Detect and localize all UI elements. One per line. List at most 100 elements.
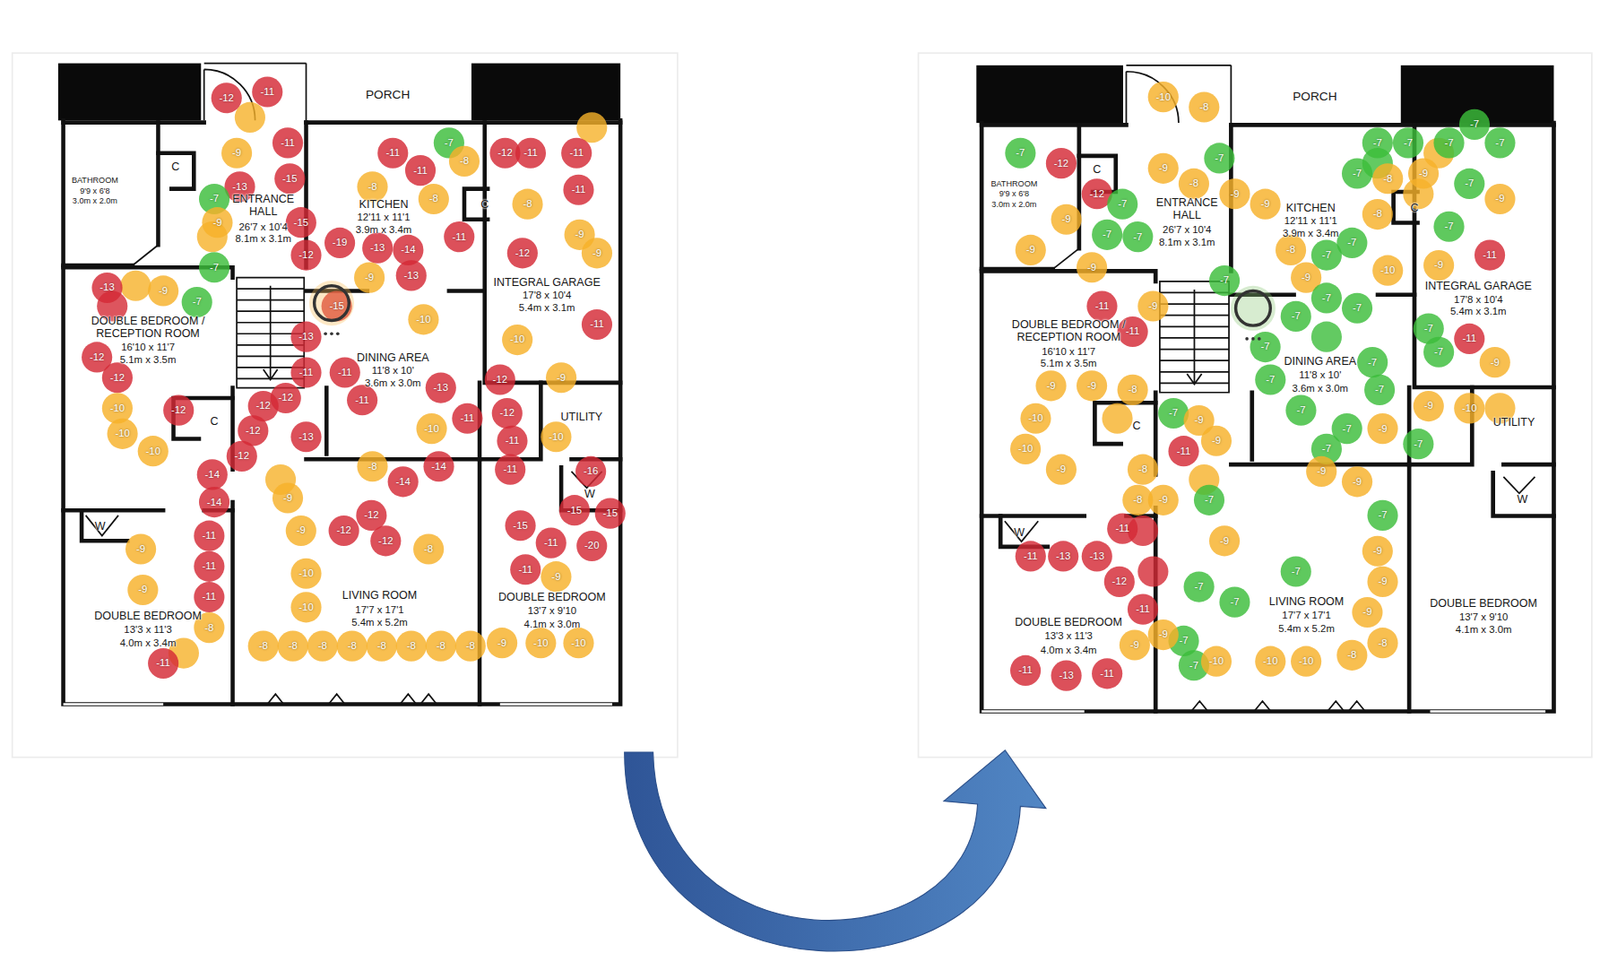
signal-reading: -11 <box>259 86 275 97</box>
plan-drawing <box>309 280 355 326</box>
signal-dot <box>494 454 526 485</box>
signal-dot <box>1107 513 1138 545</box>
signal-reading: -10 <box>110 403 125 414</box>
room-label: 4.0m x 3.4m <box>1040 643 1098 656</box>
room-label: 5.4m x 3.1m <box>518 301 576 313</box>
plan-drawing <box>1230 285 1276 331</box>
signal-reading: -8 <box>367 461 377 472</box>
signal-reading: -8 <box>1138 464 1148 475</box>
signal-reading: -8 <box>1132 494 1142 505</box>
signal-dot <box>198 486 230 518</box>
signal-dot <box>1117 374 1149 406</box>
signal-dot <box>1408 157 1439 189</box>
signal-reading: -10 <box>1380 265 1395 276</box>
signal-dot <box>285 515 317 546</box>
signal-dot <box>277 631 309 662</box>
room-label: KITCHEN <box>1286 200 1336 214</box>
room-label: 13'3 x 11'3 <box>1044 630 1093 642</box>
signal-dot <box>377 138 408 169</box>
signal-dot <box>1474 240 1505 271</box>
signal-dot <box>407 303 439 335</box>
signal-dot <box>1285 395 1316 426</box>
signal-reading: -10 <box>1461 403 1477 414</box>
signal-reading: -11 <box>502 464 518 475</box>
signal-dot <box>1122 221 1153 252</box>
signal-dot <box>1250 331 1281 363</box>
room-label: 17'7 x 17'1 <box>1281 609 1331 622</box>
signal-reading: -12 <box>363 510 379 520</box>
signal-dot <box>102 362 133 393</box>
signal-dot <box>290 558 321 589</box>
signal-reading: -11 <box>1482 250 1497 260</box>
room-label: 11'8 x 10' <box>1298 369 1341 381</box>
signal-reading: -8 <box>1347 649 1357 660</box>
signal-reading: -11 <box>202 530 217 541</box>
signal-dot <box>1280 301 1312 332</box>
signal-reading: -9 <box>1301 272 1311 283</box>
signal-dot <box>1453 168 1485 199</box>
signal-reading: -9 <box>1087 380 1097 391</box>
room-label: W <box>584 487 596 501</box>
signal-reading: -7 <box>1373 138 1383 148</box>
signal-dot <box>226 441 258 472</box>
floor-plan <box>58 63 621 705</box>
room-label: 12'11 x 11'1 <box>357 211 411 224</box>
signal-dot <box>1254 646 1286 677</box>
signal-dot <box>415 413 447 444</box>
signal-reading: -9 <box>1490 356 1500 367</box>
signal-dot <box>1219 587 1250 618</box>
signal-dot <box>388 466 419 497</box>
signal-dot <box>127 574 158 606</box>
signal-reading: -8 <box>347 640 357 651</box>
signal-reading: -8 <box>1199 102 1209 113</box>
signal-reading: -11 <box>385 147 400 158</box>
signal-dot <box>595 498 626 529</box>
signal-reading: -19 <box>332 237 347 248</box>
signal-dot <box>1219 178 1250 209</box>
signal-reading: -7 <box>1296 405 1306 416</box>
signal-dot <box>285 207 317 238</box>
signal-dot <box>362 233 393 264</box>
signal-dot <box>1076 370 1108 401</box>
room-label: 3.0m x 2.0m <box>72 197 118 207</box>
signal-dot <box>221 138 252 169</box>
signal-dot <box>1392 127 1424 158</box>
signal-reading: -7 <box>209 193 219 204</box>
signal-dot <box>505 510 537 541</box>
signal-dot <box>197 458 228 490</box>
plan-drawing <box>1245 337 1249 341</box>
signal-reading: -15 <box>328 301 344 312</box>
signal-reading: -11 <box>1023 551 1038 562</box>
signal-dot <box>1280 555 1312 587</box>
signal-reading: -7 <box>1168 407 1178 418</box>
signal-reading: -9 <box>1352 476 1362 487</box>
room-label: 5.4m x 5.2m <box>1278 622 1335 635</box>
plan-drawing <box>336 331 340 336</box>
room-label: 4.1m x 3.0m <box>1455 624 1513 637</box>
signal-reading: -7 <box>1464 178 1474 189</box>
signal-dot <box>324 227 355 259</box>
plan-drawing <box>1257 337 1262 341</box>
signal-reading: -14 <box>395 476 410 487</box>
signal-dot <box>1351 596 1383 628</box>
signal-reading: -7 <box>1347 237 1357 248</box>
signal-reading: -10 <box>298 602 313 613</box>
signal-reading: -15 <box>294 216 309 227</box>
room-label: C <box>480 198 489 211</box>
signal-reading: -11 <box>1135 604 1151 615</box>
signal-reading: -11 <box>523 147 538 158</box>
signal-reading: -8 <box>522 198 532 209</box>
signal-reading: -9 <box>497 637 507 648</box>
signal-reading: -8 <box>406 640 416 651</box>
signal-reading: -8 <box>1383 173 1393 184</box>
signal-reading: -10 <box>298 568 313 579</box>
signal-dot <box>1453 392 1485 424</box>
signal-reading: -9 <box>1148 301 1158 312</box>
room-label: 8.1m x 3.1m <box>234 233 292 245</box>
signal-reading: -12 <box>298 250 313 260</box>
signal-reading: -10 <box>423 423 439 433</box>
signal-dot <box>1004 138 1036 169</box>
room-label: DINING AREA <box>356 351 430 364</box>
signal-reading: -9 <box>1194 415 1204 425</box>
signal-dots <box>81 76 1515 691</box>
